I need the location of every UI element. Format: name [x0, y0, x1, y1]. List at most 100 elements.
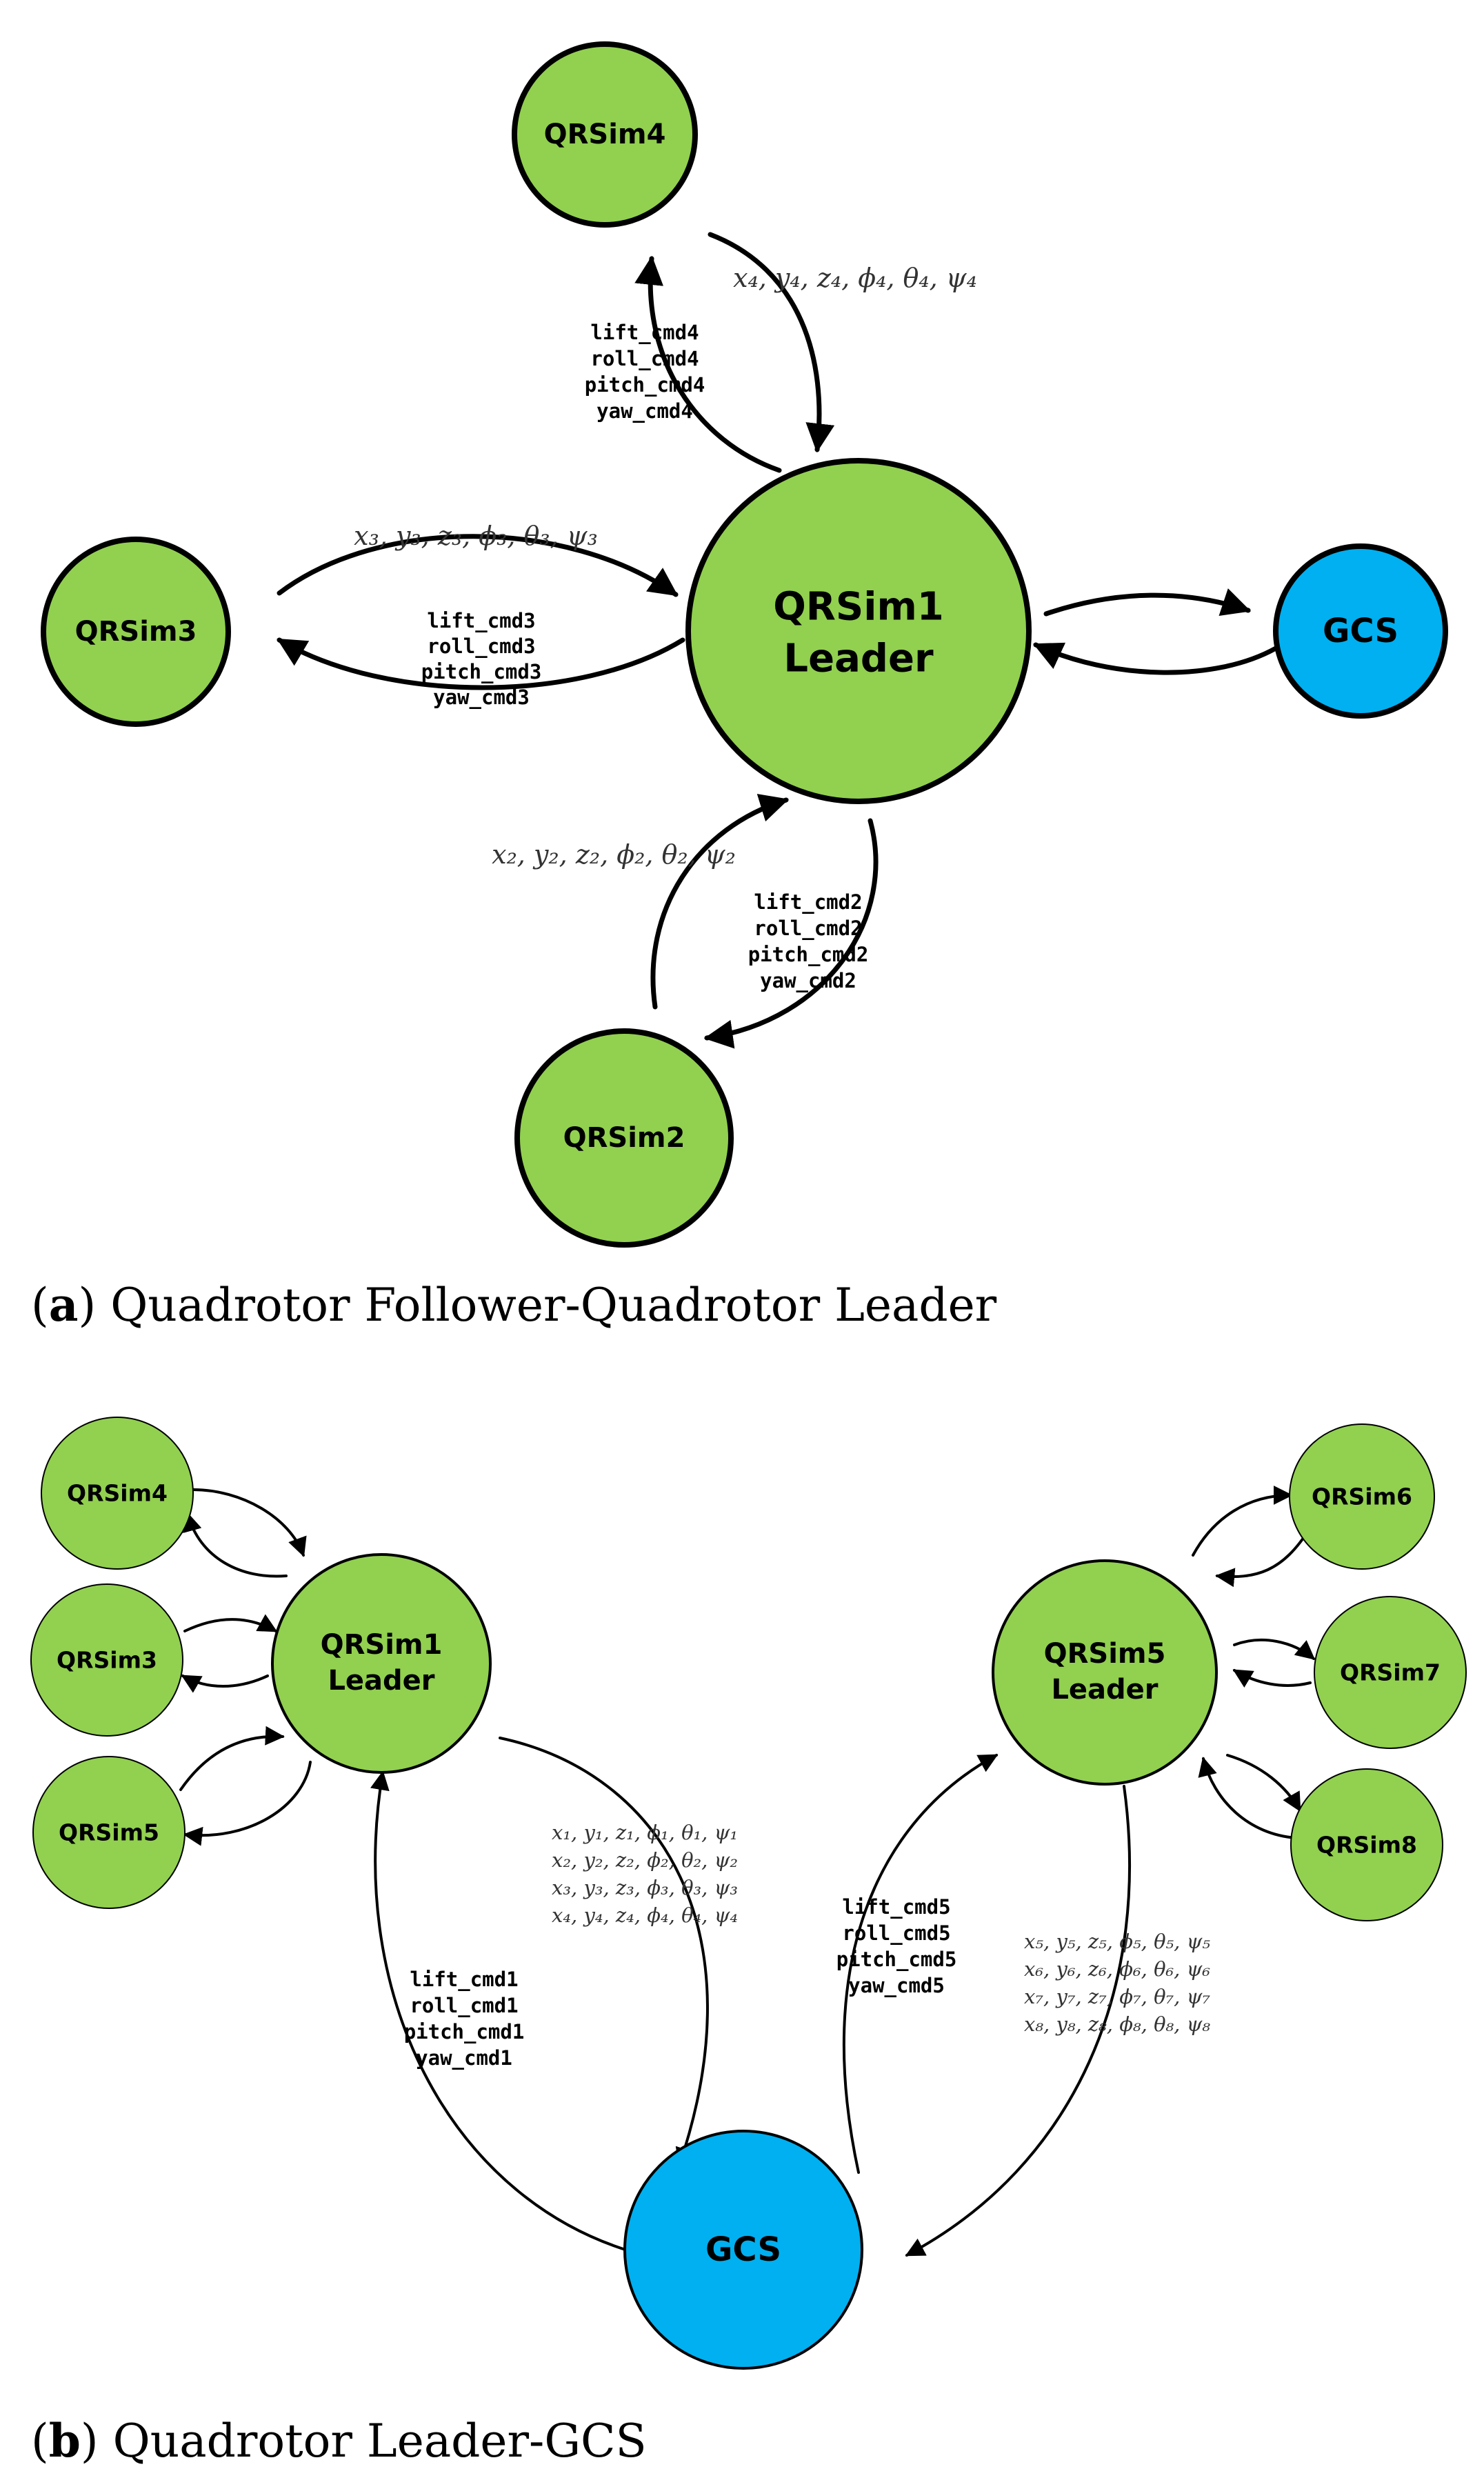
node-gcs-a-label: GCS	[1323, 612, 1398, 650]
state-block-group1: x₁, y₁, z₁, ϕ₁, θ₁, ψ₁ x₂, y₂, z₂, ϕ₂, θ…	[552, 1821, 738, 1927]
cmd1-roll: roll_cmd1	[410, 1994, 518, 2017]
caption-a: (a) Quadrotor Follower-Quadrotor Leader	[31, 1278, 997, 1332]
edge-b-qrsim4-to-leader1	[192, 1488, 307, 1557]
cmd-c4-roll: roll_cmd4	[590, 347, 699, 370]
state-g2-line-2: x₆, y₆, z₆, ϕ₆, θ₆, ψ₆	[1024, 1957, 1210, 1981]
edge-b-qrsim3-to-leader1	[183, 1614, 278, 1632]
state-g1-line-4: x₄, y₄, z₄, ϕ₄, θ₄, ψ₄	[552, 1903, 738, 1927]
node-leader-a-label-1: QRSim1	[773, 585, 944, 630]
state-g2-line-1: x₅, y₅, z₅, ϕ₅, θ₅, ψ₅	[1024, 1930, 1210, 1953]
node-qrsim3-a-label: QRSim3	[75, 616, 197, 648]
edge-leader-to-qrsim4	[634, 255, 782, 473]
state-g2-line-4: x₈, y₈, z₈, ϕ₈, θ₈, ψ₈	[1024, 2012, 1210, 2036]
node-leader-a-label-2: Leader	[783, 637, 934, 681]
node-qrsim4-a: QRSim4	[512, 41, 698, 228]
edge-qrsim2-to-leader	[650, 794, 790, 1010]
cmd-c4-pitch: pitch_cmd4	[585, 373, 705, 397]
edge-leader-to-qrsim2	[703, 818, 879, 1049]
caption-b: (b) Quadrotor Leader-GCS	[31, 2414, 647, 2468]
node-gcs-a: GCS	[1273, 543, 1448, 719]
cmd5-yaw: yaw_cmd5	[848, 1974, 945, 1997]
edge-b-qrsim6-to-leader5	[1215, 1526, 1312, 1588]
node-qrsim5-b-label: QRSim5	[59, 1819, 159, 1846]
cmd5-lift: lift_cmd5	[842, 1895, 950, 1919]
cmd-c2-roll: roll_cmd2	[754, 917, 862, 940]
panel-a-edges	[277, 232, 1279, 1049]
state-label-s3: x₃, y₃, z₃, ϕ₃, θ₃, ψ₃	[354, 521, 598, 551]
state-g2-line-3: x₇, y₇, z₇, ϕ₇, θ₇, ψ₇	[1024, 1985, 1210, 2008]
node-leader1-b-label-1: QRSim1	[321, 1629, 443, 1661]
node-leader5-b-label-1: QRSim5	[1044, 1638, 1166, 1670]
caption-a-text: Quadrotor Follower-Quadrotor Leader	[110, 1279, 996, 1332]
node-leader1-b: QRSim1 Leader	[271, 1553, 492, 1774]
edge-b-qrsim5-to-leader1	[179, 1726, 285, 1791]
cmd-c4-yaw: yaw_cmd4	[596, 399, 693, 423]
state-g1-line-3: x₃, y₃, z₃, ϕ₃, θ₃, ψ₃	[552, 1876, 738, 1899]
node-leader5-b-label-2: Leader	[1051, 1674, 1158, 1706]
cmd-block-cmds5: lift_cmd5 roll_cmd5 pitch_cmd5 yaw_cmd5	[836, 1895, 957, 1997]
node-qrsim7-b: QRSim7	[1314, 1596, 1467, 1749]
node-qrsim6-b-label: QRSim6	[1312, 1483, 1412, 1510]
node-leader5-b: QRSim5 Leader	[992, 1559, 1218, 1786]
node-leader1-b-label-2: Leader	[328, 1665, 434, 1697]
cmd-c2-pitch: pitch_cmd2	[748, 943, 869, 966]
node-qrsim6-b: QRSim6	[1289, 1423, 1435, 1570]
caption-a-letter: a	[49, 1278, 79, 1332]
cmd-block-cmds1: lift_cmd1 roll_cmd1 pitch_cmd1 yaw_cmd1	[404, 1968, 525, 2070]
node-qrsim7-b-label: QRSim7	[1340, 1659, 1441, 1686]
node-qrsim5-b: QRSim5	[32, 1756, 186, 1909]
node-qrsim4-a-label: QRSim4	[544, 119, 666, 150]
node-qrsim4-b: QRSim4	[41, 1417, 194, 1570]
cmd-c2-yaw: yaw_cmd2	[760, 969, 856, 992]
edge-b-leader5-to-qrsim6	[1192, 1486, 1293, 1557]
node-qrsim8-b-label: QRSim8	[1316, 1832, 1417, 1859]
cmd-c2-lift: lift_cmd2	[754, 890, 862, 914]
edge-b-leader5-to-qrsim8	[1226, 1754, 1301, 1812]
cmd-c3-pitch: pitch_cmd3	[421, 660, 542, 683]
cmd-block-c2: lift_cmd2 roll_cmd2 pitch_cmd2 yaw_cmd2	[748, 890, 869, 992]
edge-qrsim4-to-leader	[708, 232, 835, 453]
cmd-c3-lift: lift_cmd3	[427, 609, 535, 632]
cmd-c3-roll: roll_cmd3	[427, 634, 535, 658]
cmd-c4-lift: lift_cmd4	[590, 321, 699, 344]
cmd1-pitch: pitch_cmd1	[404, 2020, 525, 2043]
node-qrsim2-a: QRSim2	[514, 1028, 734, 1248]
cmd5-pitch: pitch_cmd5	[836, 1948, 957, 1971]
node-qrsim3-a: QRSim3	[41, 537, 231, 727]
edge-b-qrsim7-to-leader5	[1232, 1669, 1312, 1688]
panel-b: QRSim4 QRSim3 QRSim5 QRSim6 QRSim7 QRSim…	[30, 1417, 1467, 2468]
node-qrsim4-b-label: QRSim4	[67, 1480, 168, 1507]
node-qrsim3-b-label: QRSim3	[57, 1647, 157, 1674]
caption-b-letter: b	[49, 2414, 81, 2468]
state-g1-line-1: x₁, y₁, z₁, ϕ₁, θ₁, ψ₁	[552, 1821, 738, 1844]
node-leader-a: QRSim1 Leader	[685, 458, 1032, 804]
panel-a: QRSim4 QRSim3 QRSim1 Leader GCS QRSim2 x…	[31, 41, 1448, 1332]
edge-b-leader1-to-gcs	[499, 1737, 709, 2168]
edge-b-leader1-to-qrsim5	[183, 1761, 312, 1846]
cmd-block-c3: lift_cmd3 roll_cmd3 pitch_cmd3 yaw_cmd3	[421, 609, 542, 709]
caption-b-text: Quadrotor Leader-GCS	[113, 2415, 647, 2468]
node-qrsim2-a-label: QRSim2	[563, 1122, 685, 1154]
panel-b-edges	[179, 1486, 1316, 2257]
edge-leader-to-gcs	[1043, 588, 1251, 617]
node-qrsim8-b: QRSim8	[1290, 1768, 1443, 1921]
edge-qrsim3-to-leader	[277, 534, 679, 597]
cmd1-lift: lift_cmd1	[410, 1968, 518, 1991]
edge-b-leader5-to-gcs	[905, 1785, 1132, 2257]
cmd-c3-yaw: yaw_cmd3	[433, 686, 530, 709]
edge-b-leader5-to-qrsim7	[1233, 1638, 1316, 1660]
state-g1-line-2: x₂, y₂, z₂, ϕ₂, θ₂, ψ₂	[552, 1848, 738, 1872]
cmd1-yaw: yaw_cmd1	[416, 2046, 512, 2070]
cmd5-roll: roll_cmd5	[842, 1921, 950, 1945]
edge-leader-to-qrsim3	[277, 637, 685, 690]
edge-gcs-to-leader	[1033, 642, 1279, 675]
node-qrsim3-b: QRSim3	[30, 1583, 183, 1737]
node-gcs-b-label: GCS	[705, 2230, 781, 2269]
state-block-group2: x₅, y₅, z₅, ϕ₅, θ₅, ψ₅ x₆, y₆, z₆, ϕ₆, θ…	[1024, 1930, 1210, 2036]
node-gcs-b: GCS	[623, 2130, 863, 2370]
cmd-block-c4: lift_cmd4 roll_cmd4 pitch_cmd4 yaw_cmd4	[585, 321, 705, 423]
state-label-s4: x₄, y₄, z₄, ϕ₄, θ₄, ψ₄	[733, 263, 977, 293]
state-label-s2: x₂, y₂, z₂, ϕ₂, θ₂, ψ₂	[492, 839, 736, 870]
edge-b-qrsim8-to-leader5	[1198, 1757, 1298, 1839]
